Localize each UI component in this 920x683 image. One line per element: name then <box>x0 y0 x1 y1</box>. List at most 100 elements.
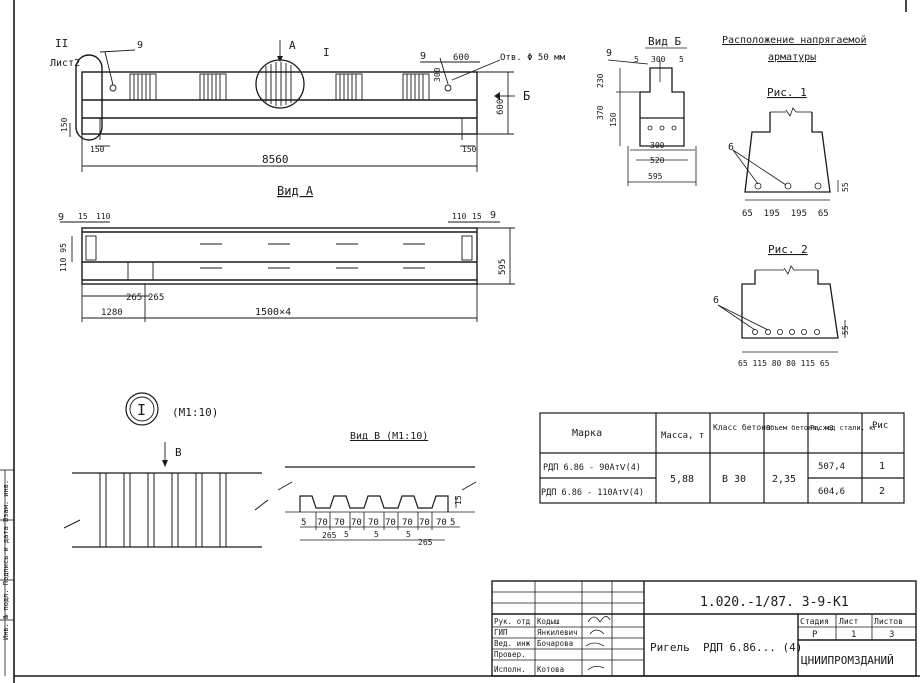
node-scale: (M1:10) <box>172 406 218 419</box>
role-label: ГИП <box>494 628 508 637</box>
title-block: 1.020.-1/87. 3-9-К1 Ригель РДП 6.86... (… <box>491 580 917 677</box>
view-a-arrow-label: A <box>289 39 296 52</box>
person-name: Котова <box>537 665 564 674</box>
fig-1-title: Рис. 1 <box>767 86 807 99</box>
dim-150-left: 150 <box>60 117 69 132</box>
sheet-value: 1 <box>851 630 856 640</box>
view-b-arrow-label: Б <box>523 89 530 103</box>
sheets-label: Листов <box>874 617 903 626</box>
position-9-label-right: 9 <box>420 51 426 62</box>
view-v-dim: 70 <box>334 518 345 528</box>
section-mark-sheet: Лист2 <box>50 58 80 69</box>
fig-1-dims: 65 195 195 65 <box>742 209 829 219</box>
plan-view-a: Вид А 9 15 110 110 15 9 <box>58 184 515 322</box>
section-b-dim-595: 595 <box>648 172 663 181</box>
row-fig: 2 <box>879 486 885 497</box>
beam-elevation: II Лист2 9 A I 9 600 Отв. Φ 50 мм 300 60… <box>50 37 566 172</box>
document-code: 1.020.-1/87. 3-9-К1 <box>700 595 849 610</box>
plan-dim-110-right: 110 <box>452 212 467 221</box>
plan-dim-1500x4: 1500×4 <box>255 307 291 318</box>
stage-value: Р <box>812 630 818 640</box>
role-label: Рук. отд <box>494 617 531 626</box>
view-v-dim: 70 <box>385 518 396 528</box>
person-name: Кодыш <box>537 617 560 626</box>
section-b-dim-5-right: 5 <box>679 55 684 64</box>
view-v-dim-5-a: 5 <box>344 530 349 539</box>
plan-position-9-right: 9 <box>490 210 496 221</box>
col-header-mass: Масса, т <box>661 431 704 441</box>
fig-2-tendon-label: 6 <box>713 295 719 306</box>
view-v-dim: 70 <box>436 518 447 528</box>
person-name: Бочарова <box>537 639 573 648</box>
sheet-label: Лист <box>839 617 858 626</box>
plan-dim-110-95: 110 95 <box>59 243 68 272</box>
sheets-value: 3 <box>889 630 894 640</box>
fig-2-dim-55: 55 <box>841 325 850 335</box>
section-b-dim-150: 150 <box>609 112 618 127</box>
view-v-dim: 70 <box>368 518 379 528</box>
role-label: Провер. <box>494 650 526 659</box>
fig-2-title: Рис. 2 <box>768 243 808 256</box>
view-v-dim: 70 <box>419 518 430 528</box>
view-v-dim-265-b: 265 <box>418 538 433 547</box>
plan-dim-110-left: 110 <box>96 212 111 221</box>
section-mark-ii: II <box>55 37 68 50</box>
node-arrow-label: B <box>175 446 182 459</box>
tendon-layout-title: Расположение напрягаемой <box>722 34 867 46</box>
fig-1-tendon-label: 6 <box>728 142 734 153</box>
node-detail-i: I (M1:10) B <box>63 392 269 548</box>
view-v-dim: 70 <box>351 518 362 528</box>
section-b-dim-300-top: 300 <box>651 55 666 64</box>
cell-mass: 5,88 <box>670 474 694 485</box>
table-row: РДП 6.86 - 90АтⅤ(4) 507,4 1 <box>543 461 885 473</box>
section-b-position-9: 9 <box>606 48 612 59</box>
view-v-dim-chain: 5 70 70 70 70 70 70 70 70 5 <box>301 518 455 528</box>
section-b-dim-370: 370 <box>596 105 605 120</box>
view-v-dim-5-c: 5 <box>406 530 411 539</box>
hole-note: Отв. Φ 50 мм <box>500 53 566 63</box>
fig-2-dims: 65 115 80 80 115 65 <box>738 359 830 368</box>
view-v-dim-265-a: 265 <box>322 531 337 540</box>
col-header-fig: Рис <box>872 421 888 431</box>
view-b-title: Вид Б <box>648 35 681 48</box>
node-mark-i: I <box>137 401 146 419</box>
tendon-layout: Расположение напрягаемой арматуры Рис. 1… <box>713 34 867 368</box>
view-v-dim-15: 15 <box>454 495 463 505</box>
view-v-dim: 70 <box>317 518 328 528</box>
role-label: Вед. инж <box>494 639 531 648</box>
view-v-dim-5-b: 5 <box>374 530 379 539</box>
section-b-dim-300: 300 <box>650 141 665 150</box>
plan-position-9-left: 9 <box>58 212 64 223</box>
dim-150-bottom-right: 150 <box>462 145 477 154</box>
section-b-dim-520: 520 <box>650 156 665 165</box>
specification-table: Марка Масса, т Класс бетона Объем бетона… <box>539 412 905 504</box>
item-name: Ригель РДП 6.86... (4) <box>650 641 802 654</box>
col-header-steel: Расход стали, кг <box>810 424 877 432</box>
node-mark-label: I <box>323 46 330 59</box>
plan-dim-15-left: 15 <box>78 212 88 221</box>
cell-concrete-volume: 2,35 <box>772 474 796 485</box>
organization-name: ЦНИИПРОМЗДАНИЙ <box>801 654 894 667</box>
plan-dim-265-a: 265 <box>126 293 142 303</box>
position-9-label: 9 <box>137 40 143 51</box>
fig-1-dim-55: 55 <box>841 182 850 192</box>
col-header-concrete-class: Класс бетона <box>713 422 771 432</box>
col-header-mark: Марка <box>572 428 602 439</box>
dim-150-bottom-left: 150 <box>90 145 105 154</box>
row-mark: РДП 6.86 - 110АтⅤ(4) <box>541 488 644 498</box>
plan-dim-1280: 1280 <box>101 308 123 318</box>
section-b-dim-230: 230 <box>596 73 605 88</box>
view-v: Вид В (М1:10) 15 5 70 70 70 70 70 70 70 <box>277 431 477 547</box>
dim-300: 300 <box>433 67 442 82</box>
view-v-dim: 70 <box>402 518 413 528</box>
row-steel: 507,4 <box>818 462 845 472</box>
view-v-dim: 5 <box>301 518 306 528</box>
stage-label: Стадия <box>800 617 829 626</box>
view-v-title: Вид В (М1:10) <box>350 431 428 442</box>
table-row: РДП 6.86 - 110АтⅤ(4) 604,6 2 <box>541 486 885 498</box>
section-b-dim-5-left: 5 <box>634 55 639 64</box>
view-v-dim: 5 <box>450 518 455 528</box>
cell-concrete-class: В 30 <box>722 474 746 485</box>
plan-dim-15-right: 15 <box>472 212 482 221</box>
